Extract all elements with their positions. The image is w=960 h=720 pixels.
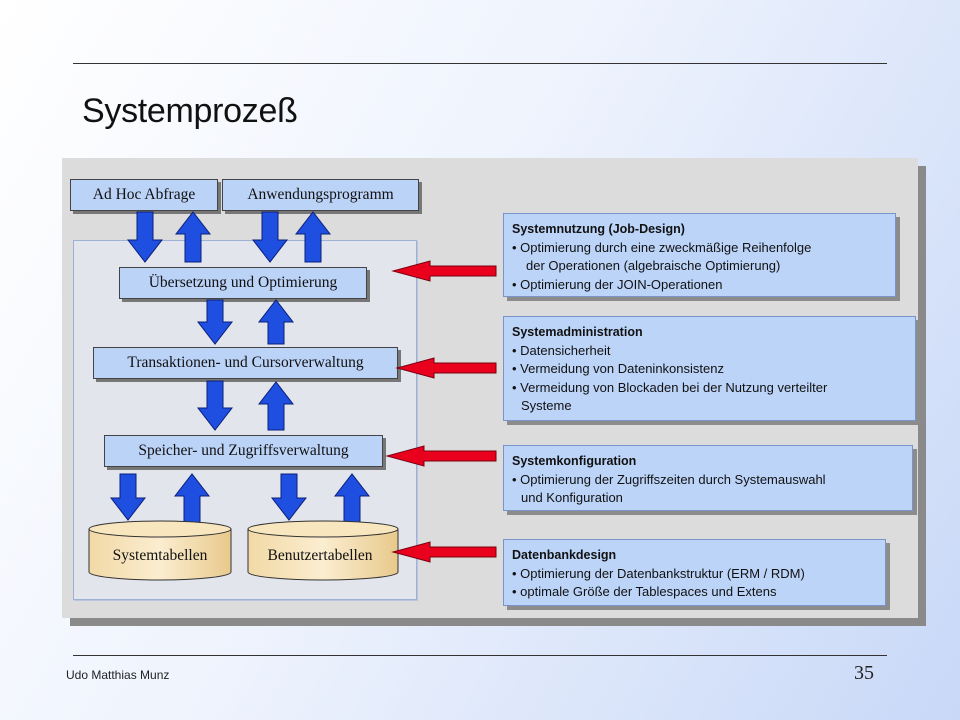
continuation-line: und Konfiguration: [521, 490, 623, 505]
database-cylinder-icon: [88, 520, 232, 581]
left-arrow-icon: [395, 357, 497, 379]
down-arrow-icon: [109, 473, 147, 521]
down-arrow-icon: [270, 473, 308, 521]
bottom-rule: [73, 655, 887, 656]
footer-author: Udo Matthias Munz: [66, 668, 170, 682]
bullet-line: • Optimierung der Zugriffszeiten durch S…: [512, 471, 826, 487]
top-rule: [73, 63, 887, 64]
up-arrow-icon: [173, 473, 211, 527]
continuation-line: Systeme: [521, 398, 572, 413]
info-box-datenbankdesign: Datenbankdesign • Optimierung der Datenb…: [503, 539, 886, 606]
transaction-cursor-box: Transaktionen- und Cursorverwaltung: [93, 347, 398, 379]
down-arrow-icon: [196, 380, 234, 431]
left-arrow-icon: [391, 260, 497, 282]
up-arrow-icon: [257, 299, 295, 345]
up-arrow-icon: [257, 381, 295, 431]
adhoc-query-box: Ad Hoc Abfrage: [70, 179, 218, 211]
continuation-line: der Operationen (algebraische Optimierun…: [526, 258, 781, 273]
up-arrow-icon: [333, 473, 371, 527]
bullet-line: • Optimierung der Datenbankstruktur (ERM…: [512, 565, 805, 581]
storage-access-box: Speicher- und Zugriffsverwaltung: [104, 435, 383, 467]
info-heading: Systemadministration: [512, 325, 643, 339]
info-heading: Datenbankdesign: [512, 548, 617, 562]
application-program-box: Anwendungsprogramm: [222, 179, 419, 211]
info-box-systemkonfiguration: Systemkonfiguration • Optimierung der Zu…: [503, 445, 913, 511]
system-tables-label: Systemtabellen: [113, 547, 208, 564]
bullet-line: • Vermeidung von Blockaden bei der Nutzu…: [512, 379, 828, 395]
info-heading: Systemnutzung (Job-Design): [512, 222, 685, 236]
left-arrow-icon: [385, 445, 497, 467]
translation-optimization-box: Übersetzung und Optimierung: [119, 267, 367, 299]
up-arrow-icon: [174, 211, 212, 263]
database-cylinder-icon: [247, 520, 399, 581]
info-heading: Systemkonfiguration: [512, 454, 637, 468]
bullet-line: • Datensicherheit: [512, 342, 611, 358]
bullet-line: • Optimierung durch eine zweckmäßige Rei…: [512, 239, 812, 255]
down-arrow-icon: [196, 299, 234, 345]
bullet-line: • Optimierung der JOIN-Operationen: [512, 276, 723, 292]
page-number: 35: [854, 662, 874, 684]
user-tables-label: Benutzertabellen: [267, 547, 372, 564]
up-arrow-icon: [294, 211, 332, 263]
bullet-line: • Vermeidung von Dateninkonsistenz: [512, 361, 724, 376]
left-arrow-icon: [391, 541, 497, 563]
info-box-systemnutzung: Systemnutzung (Job-Design) • Optimierung…: [503, 213, 896, 297]
down-arrow-icon: [251, 211, 289, 263]
down-arrow-icon: [126, 211, 164, 263]
slide-title: Systemprozeß: [82, 92, 298, 130]
info-box-systemadministration: Systemadministration • Datensicherheit •…: [503, 316, 916, 421]
bullet-line: • optimale Größe der Tablespaces und Ext…: [512, 584, 777, 599]
